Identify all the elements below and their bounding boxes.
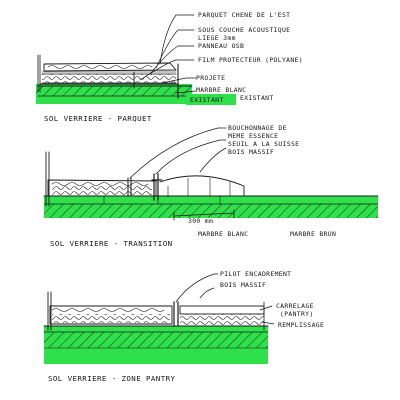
section-pantry-leaders: [175, 273, 275, 325]
slab-hatch: [44, 204, 378, 218]
oak-parquet-layer: [43, 62, 177, 72]
label-oak-parquet: PARQUET CHENE DE L'EST: [198, 11, 290, 19]
label-existing-legend: EXISTANT: [190, 96, 224, 104]
caption-pantry: SOL VERRIERE - ZONE PANTRY: [48, 374, 175, 383]
section-parquet-layers: [36, 54, 193, 104]
swiss-threshold: [151, 173, 163, 201]
plug-dowel: [127, 177, 132, 197]
section-parquet: PARQUET CHENE DE L'EST SOUS COUCHE ACOUS…: [36, 11, 303, 123]
label-pantry: (PANTRY): [280, 310, 314, 318]
existing-legend-swatch: [186, 94, 236, 105]
osb-fill-transition: [52, 186, 152, 195]
wall-left-section2: [45, 151, 50, 207]
label-300mm: 300 mm: [188, 217, 213, 225]
label-existing-right: EXISTANT: [240, 94, 274, 102]
label-protective-film: FILM PROTECTEUR (POLYANE): [198, 56, 303, 64]
wall-left-section1: [37, 54, 41, 93]
label-solid-wood: BOIS MASSIF: [228, 148, 274, 156]
caption-transition: SOL VERRIERE - TRANSITION: [50, 239, 173, 248]
label-projected: PROJETE: [196, 74, 225, 82]
label-brown-marble: MARBRE BRUN: [290, 230, 336, 238]
osb-panel-layer: [42, 74, 176, 83]
label-pilot-frame: PILOT ENCADREMENT: [220, 270, 291, 278]
pantry-osb-fill: [52, 314, 170, 323]
label-white-marble-transition: MARBRE BLANC: [198, 230, 248, 238]
pantry-slab-hatch: [44, 332, 268, 348]
section-transition: BOUCHONNAGE DE MEME ESSENCE SEUIL A LA S…: [43, 124, 379, 248]
parquet-build-up: [47, 179, 157, 197]
label-filling: REMPLISSAGE: [278, 321, 324, 329]
section-pantry: PILOT ENCADREMENT BOIS MASSIF CARRELAGE …: [43, 270, 324, 383]
label-solid-wood-pantry: BOIS MASSIF: [220, 281, 266, 289]
pantry-tile: [179, 305, 265, 315]
solid-wood-threshold: [159, 175, 245, 197]
section-transition-layers: [43, 151, 379, 218]
label-osb-panel: PANNEAU OSB: [198, 42, 244, 50]
existing-slab-hatch: [36, 86, 192, 96]
label-acoustic-underlay: SOUS COUCHE ACOUSTIQUE: [198, 26, 290, 34]
caption-parquet: SOL VERRIERE - PARQUET: [44, 114, 152, 123]
label-plug-dowel: BOUCHONNAGE DE: [228, 124, 287, 132]
label-tiling: CARRELAGE: [276, 302, 314, 310]
label-swiss-threshold: SEUIL A LA SUISSE: [228, 140, 299, 148]
pilot-frame-solid-wood: [173, 301, 179, 327]
section-pantry-layers: [43, 291, 269, 364]
label-white-marble: MARBRE BLANC: [196, 86, 246, 94]
dimension-line-300mm: [173, 212, 235, 217]
section-transition-leaders: [129, 127, 235, 221]
wall-left-section3: [47, 291, 52, 331]
section-parquet-leaders: [139, 14, 197, 94]
label-cork-3mm: LIEGE 3mm: [198, 34, 236, 42]
pantry-parquet-build-up: [49, 305, 173, 325]
pantry-filling: [180, 314, 264, 326]
label-same-species: MEME ESSENCE: [228, 132, 278, 140]
